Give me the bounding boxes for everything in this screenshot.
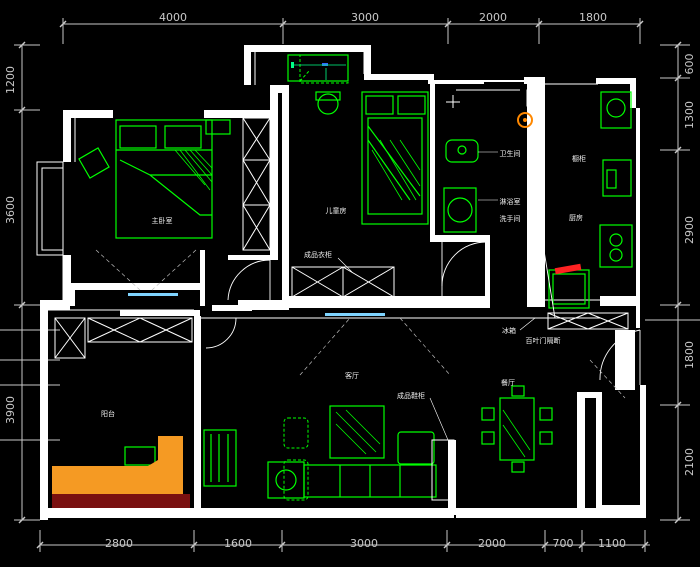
toilet [445, 139, 479, 163]
leader-lines [337, 151, 536, 441]
label-cabinet: 橱柜 [572, 154, 586, 163]
furniture [78, 54, 633, 499]
dim-bottom-1: 2800 [105, 537, 133, 550]
dim-bottom-2: 1600 [224, 537, 252, 550]
room-labels: 主卧室 儿童房 卫生间 淋浴室 洗手间 厨房 橱柜 阳台 客厅 餐厅 成品衣柜 … [101, 149, 586, 418]
top-accents [291, 62, 346, 80]
dimension-labels-bottom: 2800 1600 3000 2000 700 1100 [105, 537, 626, 550]
light-guides [95, 249, 626, 399]
dimension-labels-top: 4000 3000 2000 1800 [159, 11, 607, 24]
dim-bottom-5: 700 [553, 537, 574, 550]
windows [128, 293, 385, 316]
label-shower-room: 淋浴室 [500, 197, 521, 206]
label-balcony: 阳台 [101, 409, 115, 418]
dim-bottom-6: 1100 [598, 537, 626, 550]
dashed-furniture [283, 54, 349, 501]
label-finished-wardrobe: 成品衣柜 [304, 250, 332, 259]
bathroom-fixtures [446, 89, 542, 128]
dim-left-2: 3600 [4, 196, 17, 224]
label-partition-door: 百叶门隔断 [526, 336, 561, 345]
dimension-labels-left: 1200 3600 3900 [4, 66, 17, 424]
label-fridge: 冰箱 [502, 326, 516, 335]
label-dining: 餐厅 [501, 378, 515, 387]
label-kids-room: 儿童房 [326, 206, 347, 215]
dim-right-5: 2100 [683, 448, 696, 476]
dim-bottom-3: 3000 [350, 537, 378, 550]
dim-right-3: 2900 [683, 216, 696, 244]
fridge [548, 269, 590, 309]
dim-top-1: 4000 [159, 11, 187, 24]
dim-top-4: 1800 [579, 11, 607, 24]
kitchen-details [554, 263, 582, 275]
dim-right-4: 1800 [683, 341, 696, 369]
label-washbasin: 洗手间 [500, 214, 521, 223]
dim-bottom-4: 2000 [478, 537, 506, 550]
label-bathroom: 卫生间 [500, 149, 521, 158]
dim-left-1: 1200 [4, 66, 17, 94]
label-master-bedroom: 主卧室 [152, 216, 173, 225]
dim-top-2: 3000 [351, 11, 379, 24]
balcony-counter [52, 436, 190, 508]
dimension-labels-right: 600 1300 2900 1800 2100 [683, 54, 696, 477]
walls [40, 45, 646, 520]
dim-right-1: 600 [683, 54, 696, 75]
dining-table [499, 397, 535, 461]
dimension-lines [0, 18, 700, 552]
master-bed [115, 119, 213, 239]
kids-bed [361, 91, 429, 225]
doors [205, 225, 641, 385]
label-living-room: 客厅 [345, 371, 359, 380]
hatching [174, 139, 531, 458]
dim-right-2: 1300 [683, 101, 696, 129]
dim-top-3: 2000 [479, 11, 507, 24]
label-kitchen: 厨房 [569, 213, 583, 222]
wall-outlines [36, 52, 600, 319]
dim-left-3: 3900 [4, 396, 17, 424]
wardrobes [54, 87, 629, 501]
label-shoe-cabinet: 成品鞋柜 [397, 391, 425, 400]
dimension-ticks [18, 20, 682, 549]
